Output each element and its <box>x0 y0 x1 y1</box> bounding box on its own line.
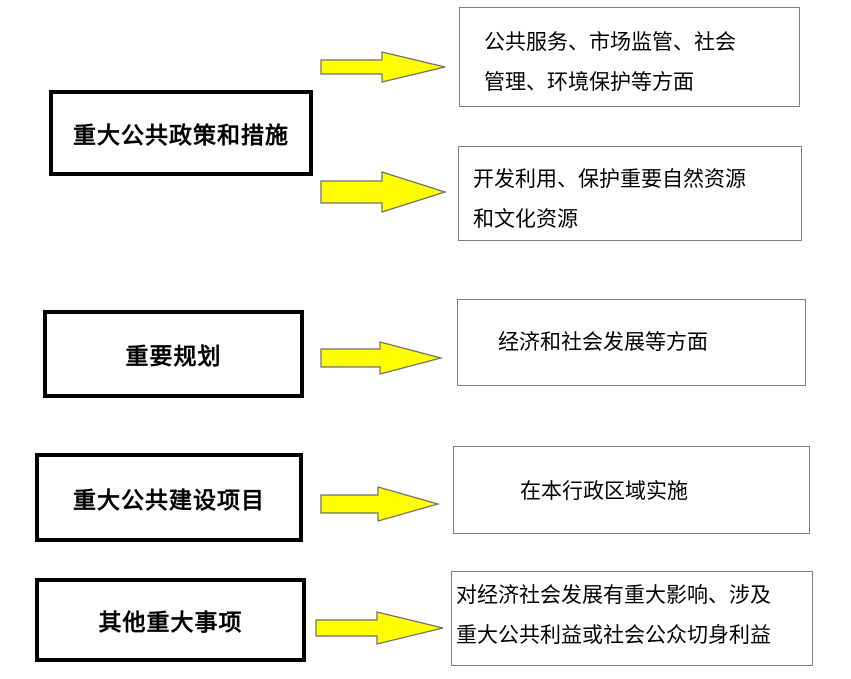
detail-line: 经济和社会发展等方面 <box>498 330 708 354</box>
detail-box-natural-cultural-resources: 开发利用、保护重要自然资源 和文化资源 <box>458 146 802 241</box>
detail-box-public-services: 公共服务、市场监管、社会 管理、环境保护等方面 <box>459 7 800 107</box>
category-label: 重要规划 <box>125 344 222 370</box>
detail-box-major-influence: 对经济社会发展有重大影响、涉及 重大公共利益或社会公众切身利益 <box>451 571 813 666</box>
detail-line: 在本行政区域实施 <box>520 479 688 503</box>
detail-line: 公共服务、市场监管、社会 <box>484 30 736 54</box>
category-box-other-major-matters: 其他重大事项 <box>35 578 306 662</box>
detail-line: 和文化资源 <box>473 207 578 231</box>
category-box-major-public-construction: 重大公共建设项目 <box>35 453 303 542</box>
right-arrow-icon <box>315 611 444 645</box>
category-label: 其他重大事项 <box>98 610 243 636</box>
category-label: 重大公共政策和措施 <box>73 123 289 149</box>
detail-line: 管理、环境保护等方面 <box>484 70 694 94</box>
category-box-major-public-policy: 重大公共政策和措施 <box>49 90 313 176</box>
category-box-important-planning: 重要规划 <box>43 310 304 398</box>
detail-box-administrative-region: 在本行政区域实施 <box>453 446 810 534</box>
detail-box-economic-social-development: 经济和社会发展等方面 <box>457 299 806 386</box>
detail-line: 对经济社会发展有重大影响、涉及 <box>456 583 771 607</box>
right-arrow-icon <box>320 341 444 375</box>
detail-line: 重大公共利益或社会公众切身利益 <box>456 623 771 647</box>
right-arrow-icon <box>320 486 441 522</box>
category-label: 重大公共建设项目 <box>73 487 265 514</box>
detail-line: 开发利用、保护重要自然资源 <box>473 167 746 191</box>
right-arrow-icon <box>320 171 447 213</box>
right-arrow-icon <box>320 51 446 83</box>
